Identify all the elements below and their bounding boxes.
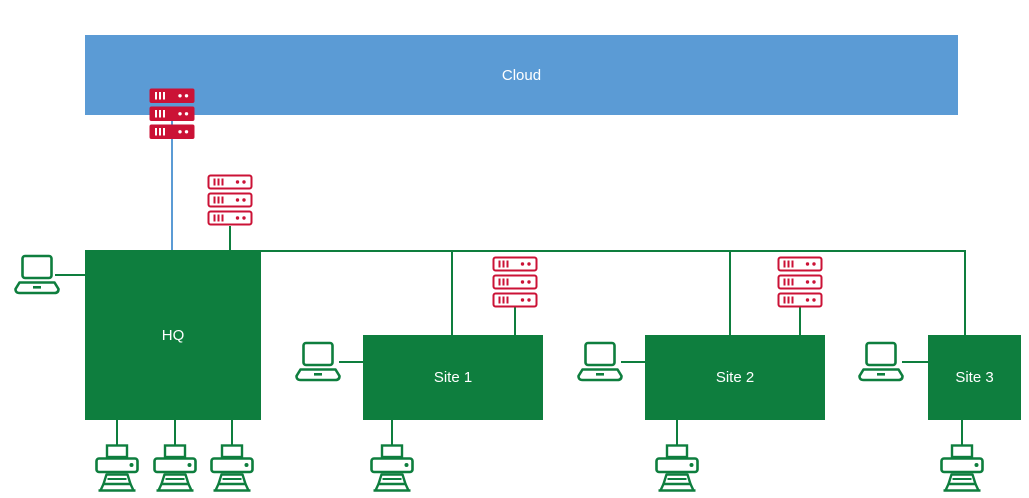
server-stack-filled-icon	[149, 88, 195, 140]
printer-icon	[152, 444, 198, 492]
server-stack-outline-icon	[777, 256, 823, 308]
server-stack-outline-icon	[207, 174, 253, 226]
printer-icon	[654, 444, 700, 492]
laptop-icon	[576, 341, 624, 383]
laptop-icon	[13, 254, 61, 296]
site3-label: Site 3	[955, 369, 994, 386]
hq-node: HQ	[85, 250, 261, 420]
site1-label: Site 1	[433, 369, 473, 386]
printer-icon	[369, 444, 415, 492]
cloud-node: Cloud	[85, 35, 958, 115]
cloud-label: Cloud	[501, 66, 542, 84]
site2-node: Site 2	[645, 335, 825, 420]
site3-node: Site 3	[928, 335, 1021, 420]
server-stack-outline-icon	[492, 256, 538, 308]
laptop-icon	[294, 341, 342, 383]
printer-icon	[209, 444, 255, 492]
hq-label: HQ	[161, 326, 185, 344]
site2-label: Site 2	[715, 369, 755, 386]
laptop-icon	[857, 341, 905, 383]
site1-node: Site 1	[363, 335, 543, 420]
printer-icon	[939, 444, 985, 492]
printer-icon	[94, 444, 140, 492]
